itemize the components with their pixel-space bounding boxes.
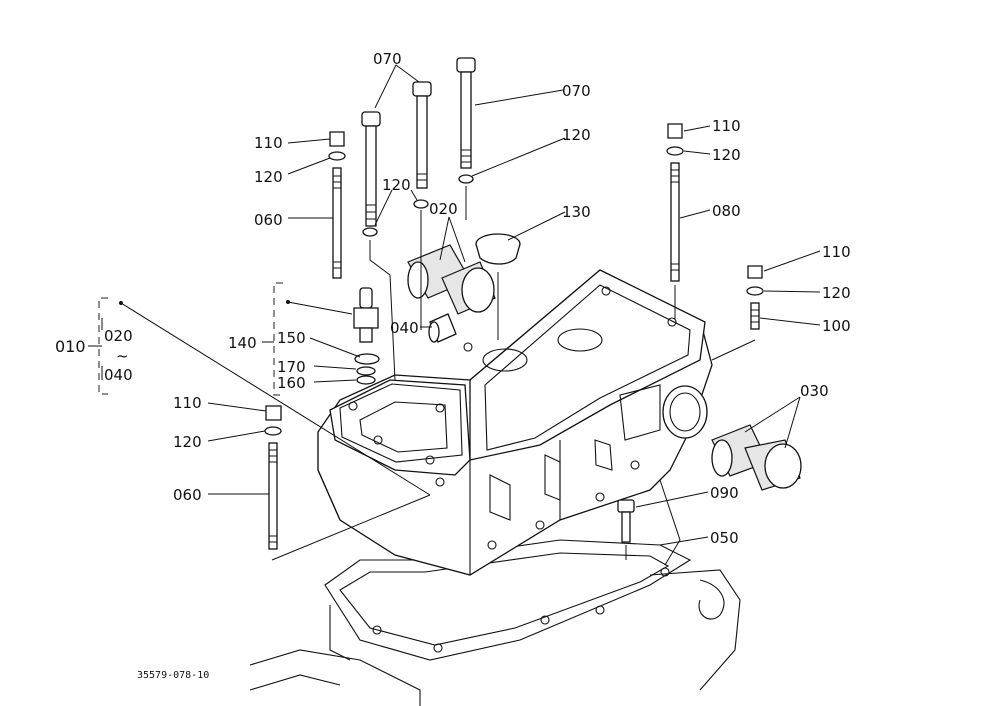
callout-leaders [88,64,821,546]
label-120-left: 120 [254,168,283,186]
label-040-group: 040 [104,366,133,384]
bushing-040 [428,313,457,343]
label-110-bottom: 110 [173,394,202,412]
label-070-top: 070 [373,50,402,68]
label-060-bottom: 060 [173,486,202,504]
bolt-070-long [456,57,476,169]
label-130: 130 [562,203,591,221]
callout-labels: 070 070 110 120 060 120 020 120 130 110 … [55,50,851,681]
label-050: 050 [710,529,739,547]
washers-120-bolts [362,174,474,237]
stud-080-top-right [666,123,684,282]
label-020-group: 020 [104,327,133,345]
label-010: 010 [55,337,86,356]
label-140: 140 [228,334,257,352]
label-040: 040 [390,319,419,337]
label-100: 100 [822,317,851,335]
label-120-right: 120 [822,284,851,302]
label-120-mid: 120 [382,176,411,194]
label-110-topright: 110 [712,117,741,135]
label-070-right: 070 [562,82,591,100]
bracket-140 [273,282,283,396]
stud-060-bottom-left [264,405,282,550]
label-120-topright: 120 [712,146,741,164]
bushings-030 [711,424,802,491]
gear-case-body [317,269,713,576]
stud-100-right [746,265,764,330]
gasket-and-engine-block [249,539,741,706]
stud-060-top-left [328,131,346,279]
label-060-top: 060 [254,211,283,229]
bolt-090 [617,499,635,543]
label-030: 030 [800,382,829,400]
assembly-guide-lines [119,186,756,566]
bolt-070-mid [412,81,432,189]
label-110-left: 110 [254,134,283,152]
label-020: 020 [429,200,458,218]
label-tilde: ~ [116,347,129,365]
label-080: 080 [712,202,741,220]
label-120-top: 120 [562,126,591,144]
bolt-070-left [361,111,381,227]
label-150: 150 [277,329,306,347]
label-110-right: 110 [822,243,851,261]
bushings-020 [407,244,496,315]
breather-140 [353,287,380,385]
label-120-bottom: 120 [173,433,202,451]
cap-130 [475,233,521,265]
label-160: 160 [277,374,306,392]
drawing-reference-code: 35579-078-10 [137,670,209,681]
label-090: 090 [710,484,739,502]
label-170: 170 [277,358,306,376]
